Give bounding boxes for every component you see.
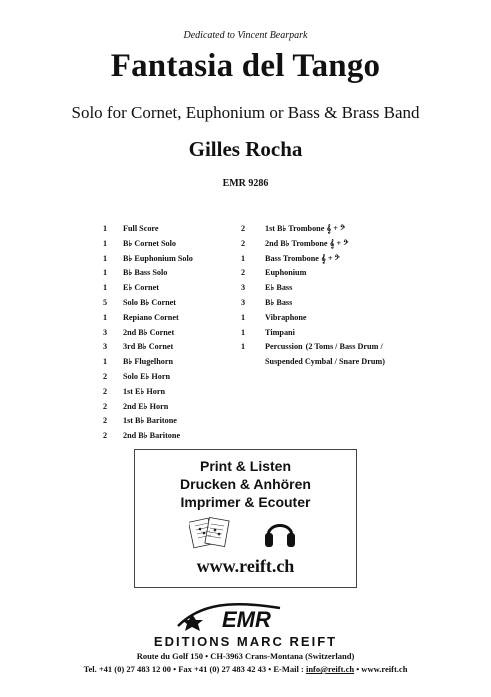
part-name: 1st E♭ Horn (123, 386, 166, 396)
promo-line-german: Drucken & Anhören (180, 476, 311, 492)
instrument-row: 1 Percussion(2 Toms / Bass Drum / (241, 340, 385, 355)
composer: Gilles Rocha (188, 137, 303, 161)
publisher-contact: Tel. +41 (0) 27 483 12 00 • Fax +41 (0) … (0, 664, 491, 674)
subtitle: Solo for Cornet, Euphonium or Bass & Bra… (71, 103, 420, 122)
instrument-row: 1 Bass Trombone 𝄞 + 𝄢 (241, 252, 385, 267)
instrument-row: 3 2nd B♭ Cornet (103, 326, 193, 341)
part-note: (2 Toms / Bass Drum / (305, 342, 383, 352)
part-name: Percussion (265, 342, 303, 352)
instrument-row: 1 Timpani (241, 326, 385, 341)
instrument-row: 5 Solo B♭ Cornet (103, 296, 193, 311)
part-quantity: 3 (103, 327, 108, 337)
instrumentation-list-left: 1 Full Score 1 B♭ Cornet Solo 1 B♭ Euphonium … (103, 222, 193, 444)
part-quantity: 1 (103, 268, 108, 278)
publisher-address: Route du Golf 150 • CH-3963 Crans-Montan… (136, 651, 355, 661)
part-name: 2nd B♭ Cornet (123, 327, 175, 337)
part-quantity: 2 (103, 371, 108, 381)
emr-logo-text: EMR (222, 607, 271, 632)
catalog-number: EMR 9286 (222, 178, 269, 189)
part-name: B♭ Flugelhorn (123, 357, 174, 367)
part-quantity: 1 (103, 312, 108, 322)
instrument-row: 1 B♭ Cornet Solo (103, 237, 193, 252)
part-quantity: 1 (103, 253, 108, 263)
part-quantity: 2 (241, 268, 246, 278)
instrument-row: Suspended Cymbal / Snare Drum) (241, 355, 385, 370)
part-name: B♭ Euphonium Solo (123, 253, 193, 263)
part-name: Full Score (123, 224, 159, 233)
page-title: Fantasia del Tango (110, 48, 381, 84)
instrument-row: 2 2nd E♭ Horn (103, 400, 193, 415)
instrument-row: 2 1st B♭ Baritone (103, 414, 193, 429)
part-name: 1st B♭ Baritone (123, 416, 177, 426)
part-name: Vibraphone (265, 312, 307, 322)
part-name: Timpani (265, 327, 295, 337)
instrument-row: 1 B♭ Euphonium Solo (103, 252, 193, 267)
part-name: Euphonium (265, 268, 307, 278)
instrument-row: 1 Vibraphone (241, 311, 385, 326)
part-quantity: 1 (103, 357, 108, 367)
instrument-row: 3 3rd B♭ Cornet (103, 340, 193, 355)
instrument-row: 3 E♭ Bass (241, 281, 385, 296)
part-name: Solo B♭ Cornet (123, 297, 176, 307)
part-quantity: 2 (241, 238, 246, 248)
part-name: Solo E♭ Horn (123, 371, 171, 381)
instrument-row: 1 E♭ Cornet (103, 281, 193, 296)
instrument-row: 1 Full Score (103, 222, 193, 237)
instrument-row: 2 Euphonium (241, 266, 385, 281)
part-quantity: 1 (241, 342, 246, 352)
headphones-icon (265, 524, 295, 547)
contact-website: • www.reift.ch (354, 664, 408, 674)
part-quantity (241, 355, 265, 370)
part-name: E♭ Bass (265, 283, 293, 293)
part-name: B♭ Cornet Solo (123, 238, 176, 248)
part-name: E♭ Cornet (123, 283, 159, 293)
part-name: B♭ Bass (265, 297, 293, 307)
part-name: 2nd B♭ Baritone (123, 431, 181, 441)
publisher-name: EDITIONS MARC REIFT (153, 634, 338, 649)
promo-line-english: Print & Listen (199, 458, 291, 474)
part-name: 2nd B♭ Trombone 𝄞 + 𝄢 (265, 238, 349, 248)
part-quantity: 2 (241, 224, 246, 233)
instrument-row: 1 B♭ Flugelhorn (103, 355, 193, 370)
part-quantity: 3 (241, 283, 246, 293)
part-quantity: 3 (103, 342, 108, 352)
part-name: Repiano Cornet (123, 312, 179, 322)
emr-logo: EMR (177, 603, 281, 632)
dedication: Dedicated to Vincent Bearpark (183, 30, 308, 41)
part-quantity: 2 (103, 401, 108, 411)
part-name: 1st B♭ Trombone 𝄞 + 𝄢 (265, 224, 346, 233)
part-name: 2nd E♭ Horn (123, 401, 169, 411)
part-quantity: 1 (103, 283, 108, 293)
instrument-row: 2 2nd B♭ Baritone (103, 429, 193, 444)
part-quantity: 2 (103, 431, 108, 441)
part-quantity: 5 (103, 297, 108, 307)
instrument-row: 3 B♭ Bass (241, 296, 385, 311)
part-quantity: 1 (241, 327, 246, 337)
print-listen-box[interactable]: Print & Listen Drucken & Anhören Imprime… (134, 449, 357, 588)
email-link[interactable]: info@reift.ch (305, 664, 355, 674)
promo-line-french: Imprimer & Ecouter (180, 494, 311, 510)
part-note: Suspended Cymbal / Snare Drum) (265, 357, 385, 367)
part-name: 3rd B♭ Cornet (123, 342, 174, 352)
part-name: B♭ Bass Solo (123, 268, 168, 278)
instrument-row: 2 1st E♭ Horn (103, 385, 193, 400)
sheet-music-icon (189, 516, 230, 549)
instrumentation-list-right: 2 1st B♭ Trombone 𝄞 + 𝄢 2 2nd B♭ Trombone 𝄞… (241, 222, 385, 370)
instrument-row: 1 Repiano Cornet (103, 311, 193, 326)
contact-phone-fax: Tel. +41 (0) 27 483 12 00 • Fax +41 (0) … (83, 664, 306, 674)
instrument-row: 2 2nd B♭ Trombone 𝄞 + 𝄢 (241, 237, 385, 252)
part-name: Bass Trombone 𝄞 + 𝄢 (265, 253, 340, 263)
part-quantity: 1 (241, 312, 246, 322)
part-quantity: 1 (103, 224, 108, 233)
instrument-row: 2 1st B♭ Trombone 𝄞 + 𝄢 (241, 222, 385, 237)
promo-url[interactable]: www.reift.ch (196, 556, 295, 576)
part-quantity: 2 (103, 386, 108, 396)
part-quantity: 3 (241, 297, 246, 307)
part-quantity: 2 (103, 416, 108, 426)
instrument-row: 2 Solo E♭ Horn (103, 370, 193, 385)
instrument-row: 1 B♭ Bass Solo (103, 266, 193, 281)
part-quantity: 1 (103, 238, 108, 248)
part-quantity: 1 (241, 253, 246, 263)
